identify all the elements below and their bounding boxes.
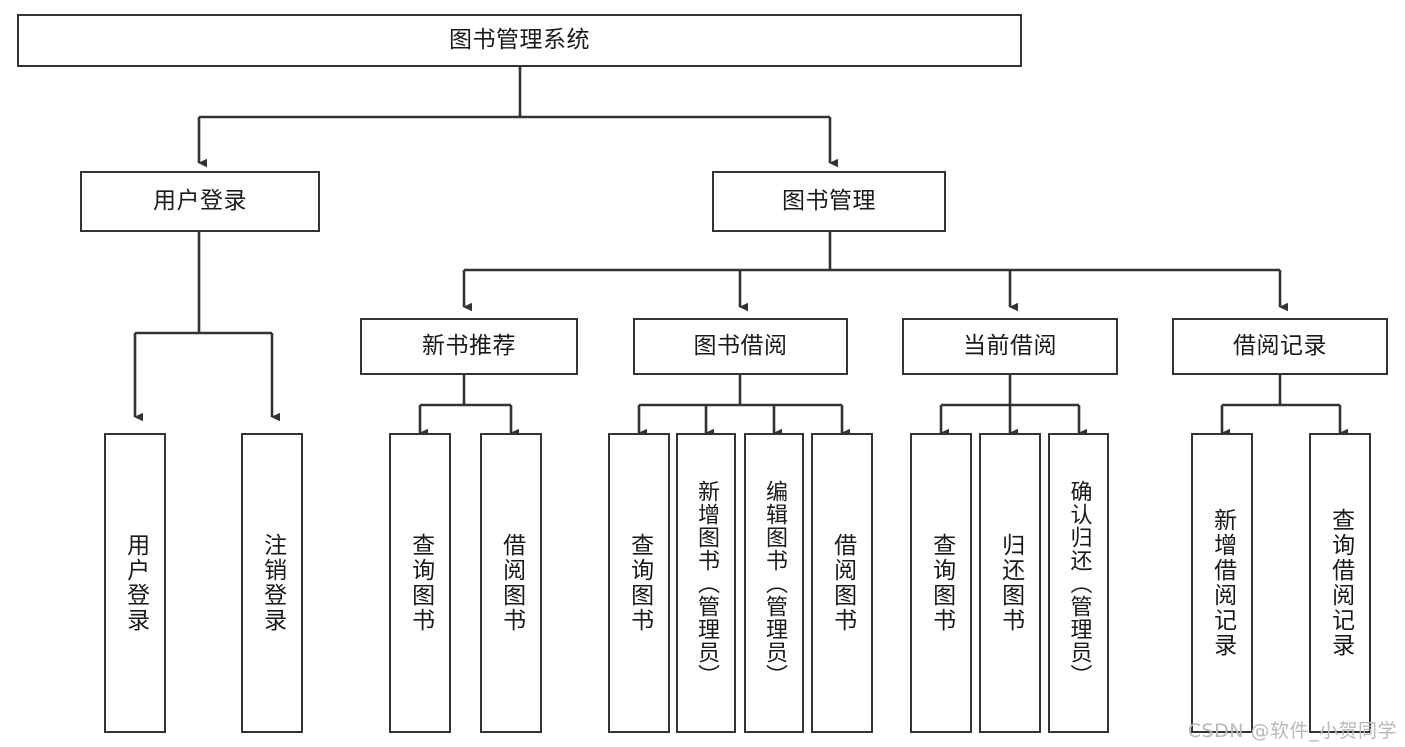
node-leaf-borrow-book-recommend-label: 借阅图书 <box>498 533 525 633</box>
node-leaf-query-book-recommend-label: 查询图书 <box>407 533 434 633</box>
node-book-management[interactable]: 图书管理 <box>712 171 946 232</box>
node-leaf-return-book-label: 归还图书 <box>997 533 1024 633</box>
node-leaf-edit-book-admin[interactable]: 编辑图书（管理员） <box>744 433 804 733</box>
node-current-borrow-label: 当前借阅 <box>963 332 1057 359</box>
node-book-management-label: 图书管理 <box>782 187 876 214</box>
csdn-watermark: CSDN @软件_小贺同学 <box>1187 720 1397 742</box>
node-leaf-logout-label: 注销登录 <box>259 533 286 633</box>
node-leaf-query-book-current-label: 查询图书 <box>928 533 955 633</box>
node-leaf-add-borrow-record-label: 新增借阅记录 <box>1209 508 1236 658</box>
node-user-login[interactable]: 用户登录 <box>80 171 320 232</box>
node-leaf-confirm-return-admin[interactable]: 确认归还（管理员） <box>1048 433 1109 733</box>
node-leaf-borrow-book-label: 借阅图书 <box>829 533 856 633</box>
node-user-login-label: 用户登录 <box>153 187 247 214</box>
node-leaf-query-book-recommend[interactable]: 查询图书 <box>389 433 451 733</box>
node-borrow-record-label: 借阅记录 <box>1233 332 1327 359</box>
node-new-book-recommend-label: 新书推荐 <box>422 332 516 359</box>
node-leaf-edit-book-admin-label: 编辑图书（管理员） <box>761 479 787 687</box>
node-leaf-query-book-current[interactable]: 查询图书 <box>910 433 972 733</box>
node-borrow-record[interactable]: 借阅记录 <box>1172 318 1388 375</box>
node-leaf-user-login-label: 用户登录 <box>122 533 149 633</box>
node-book-borrow[interactable]: 图书借阅 <box>633 318 848 375</box>
node-leaf-add-book-admin-label: 新增图书（管理员） <box>693 479 719 687</box>
node-root-system-label: 图书管理系统 <box>449 26 590 53</box>
node-new-book-recommend[interactable]: 新书推荐 <box>360 318 578 375</box>
node-leaf-query-book-borrow-label: 查询图书 <box>626 533 653 633</box>
node-leaf-add-borrow-record[interactable]: 新增借阅记录 <box>1191 433 1253 733</box>
node-leaf-return-book[interactable]: 归还图书 <box>979 433 1041 733</box>
node-root-system[interactable]: 图书管理系统 <box>17 14 1022 67</box>
node-current-borrow[interactable]: 当前借阅 <box>902 318 1118 375</box>
node-leaf-logout[interactable]: 注销登录 <box>241 433 303 733</box>
node-leaf-query-borrow-record[interactable]: 查询借阅记录 <box>1309 433 1371 733</box>
node-leaf-confirm-return-admin-label: 确认归还（管理员） <box>1066 479 1092 687</box>
node-leaf-borrow-book-recommend[interactable]: 借阅图书 <box>480 433 542 733</box>
node-leaf-user-login[interactable]: 用户登录 <box>104 433 166 733</box>
node-leaf-query-borrow-record-label: 查询借阅记录 <box>1327 508 1354 658</box>
node-book-borrow-label: 图书借阅 <box>693 332 788 359</box>
node-leaf-borrow-book[interactable]: 借阅图书 <box>811 433 873 733</box>
node-leaf-query-book-borrow[interactable]: 查询图书 <box>608 433 670 733</box>
node-leaf-add-book-admin[interactable]: 新增图书（管理员） <box>676 433 736 733</box>
